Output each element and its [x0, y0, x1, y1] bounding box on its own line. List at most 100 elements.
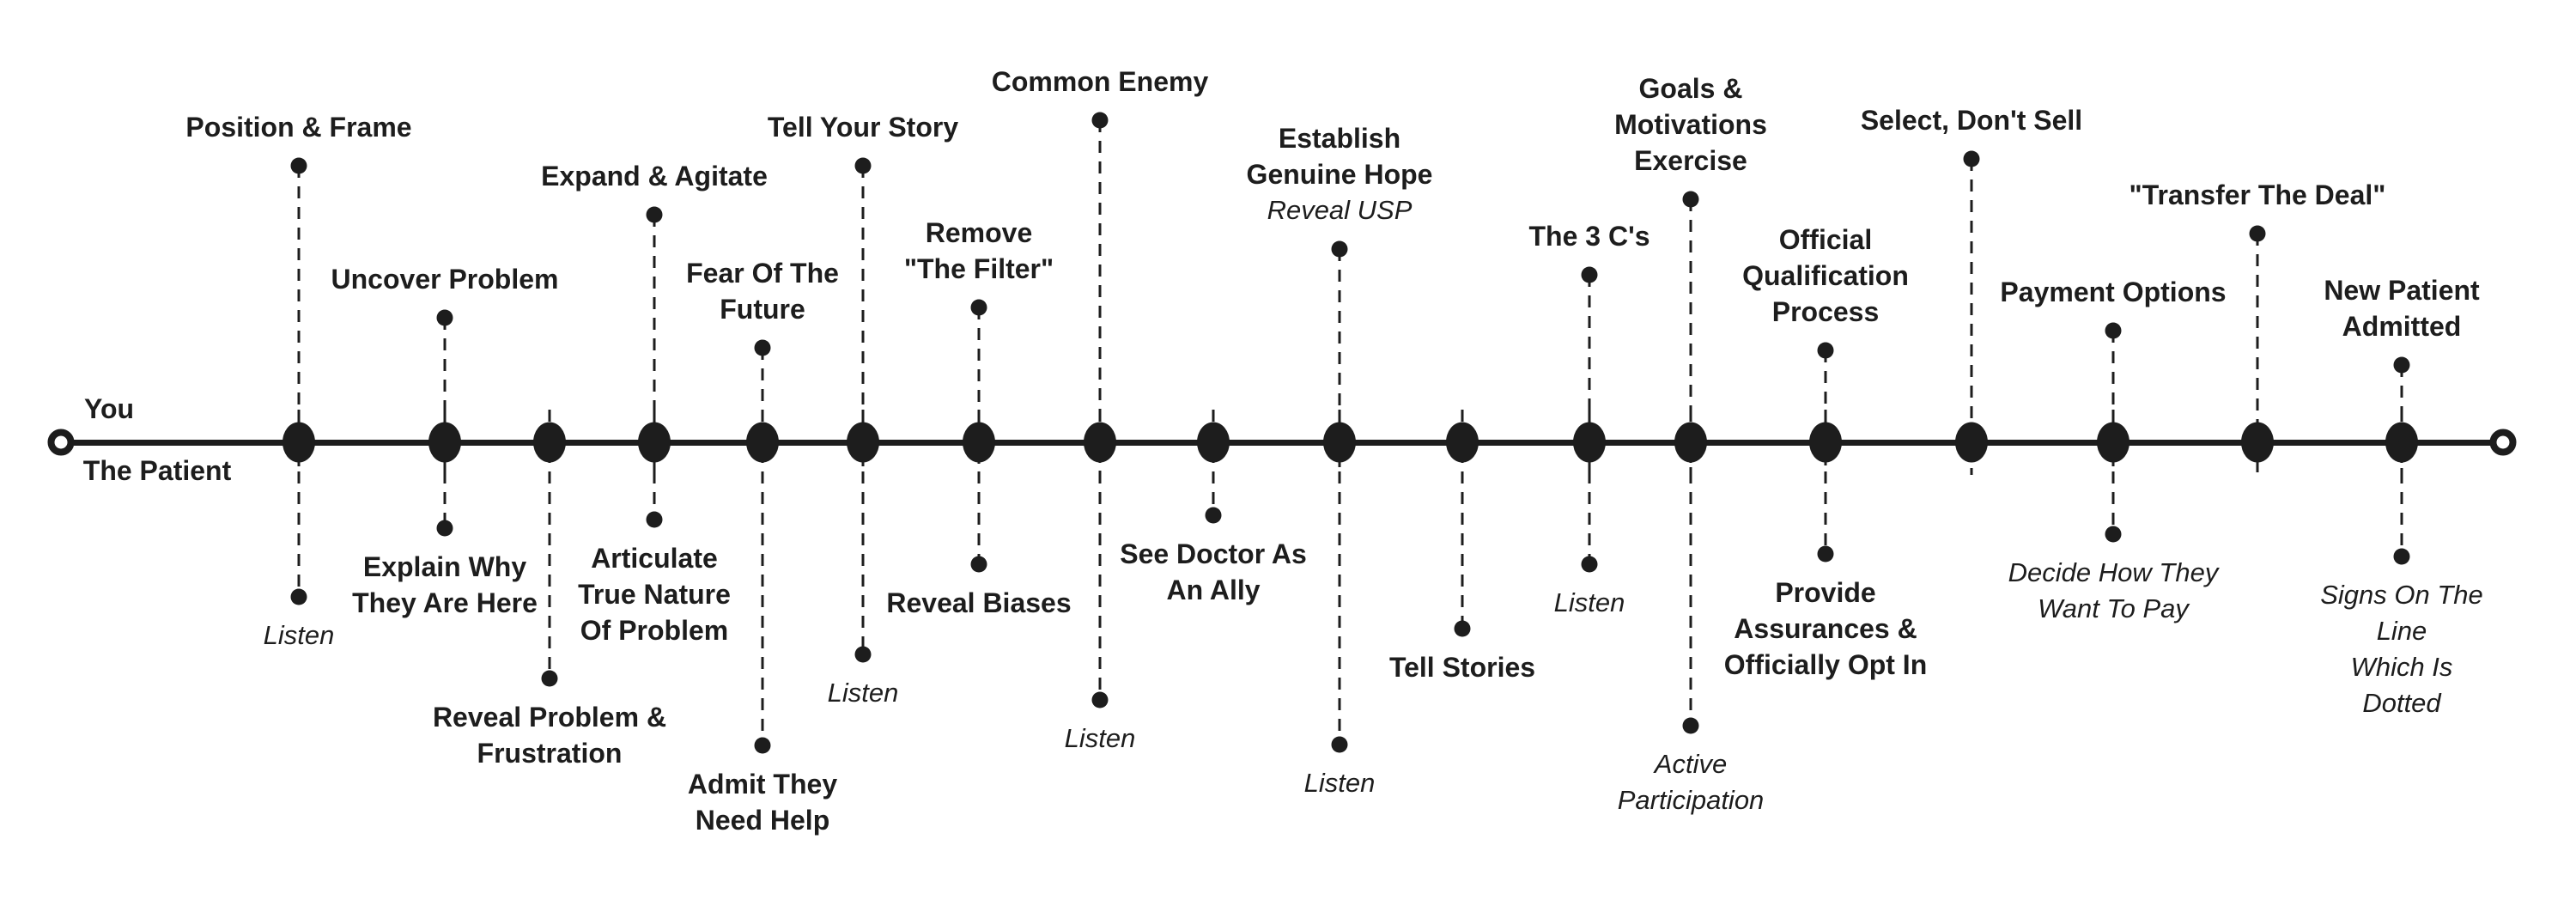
stem-end-dot [646, 511, 663, 528]
milestone-label-above: Fear Of The Future [686, 258, 839, 325]
stem-below [548, 410, 551, 678]
milestone-label-below: Listen [1064, 723, 1136, 753]
milestone-sublabel-italic: Reveal USP [1267, 195, 1413, 225]
stem-end-dot [754, 339, 771, 356]
stem-below [861, 410, 865, 654]
stem-below [1689, 410, 1692, 726]
stem-below [1338, 410, 1341, 745]
stem-above [861, 166, 865, 475]
stem-end-dot [970, 299, 987, 316]
stem-end-dot [2105, 526, 2122, 543]
milestone-label-above: Goals & Motivations Exercise [1614, 73, 1767, 176]
stem-below [653, 410, 656, 520]
stem-end-dot [1682, 717, 1699, 734]
milestone-label-below: Listen [1553, 587, 1625, 617]
stem-above [297, 166, 301, 475]
stem-above [443, 318, 447, 475]
stem-end-dot [1091, 691, 1109, 708]
timeline-node [2385, 422, 2418, 463]
stem-below [1824, 410, 1827, 554]
stem-below [2400, 410, 2403, 556]
milestone-label-below: See Doctor As An Ally [1120, 538, 1307, 605]
timeline-node [638, 422, 671, 463]
milestone-label-below: Active Participation [1617, 749, 1765, 815]
stem-end-dot [1581, 266, 1598, 283]
timeline-node [2097, 422, 2129, 463]
stem-above [653, 215, 656, 475]
stem-above [977, 307, 981, 475]
milestone-label-below: Reveal Problem & Frustration [432, 702, 667, 769]
stem-end-dot [2249, 225, 2266, 242]
stem-end-dot [1454, 620, 1471, 637]
stem-above [1588, 275, 1591, 475]
stem-below [977, 410, 981, 564]
stem-end-dot [854, 646, 872, 663]
milestone-label-above: Official Qualification Process [1742, 224, 1909, 327]
timeline-node [1323, 422, 1356, 463]
stem-above [1689, 199, 1692, 475]
milestone-label-above: New Patient Admitted [2324, 275, 2480, 342]
stem-end-dot [2105, 322, 2122, 339]
timeline-node [1573, 422, 1606, 463]
stem-end-dot [2393, 356, 2410, 374]
milestone-label-above: Select, Don't Sell [1860, 105, 2083, 136]
milestone-label-below: Listen [827, 678, 899, 708]
stem-below [761, 410, 764, 745]
milestone-label-below: Admit They Need Help [687, 769, 838, 836]
stem-below [1588, 410, 1591, 564]
timeline-node [1674, 422, 1707, 463]
stem-above [2111, 331, 2115, 475]
timeline-end-circle [2489, 429, 2517, 456]
timeline-node [746, 422, 779, 463]
stem-below [1461, 410, 1464, 629]
timeline-start-circle [47, 429, 75, 456]
milestone-label-below: Articulate True Nature Of Problem [578, 543, 731, 646]
stem-below [297, 410, 301, 597]
timeline-node [1446, 422, 1479, 463]
milestone-label-below: Decide How They Want To Pay [2008, 557, 2219, 623]
stem-end-dot [290, 588, 307, 605]
stem-end-dot [1581, 556, 1598, 573]
milestone-label-below: Listen [1303, 768, 1376, 798]
the-patient-label: The Patient [82, 455, 232, 486]
timeline-node [283, 422, 315, 463]
milestone-label-above: Tell Your Story [767, 112, 959, 143]
stem-below [2111, 410, 2115, 534]
milestone-label-above: Remove "The Filter" [903, 217, 1054, 284]
stem-end-dot [1205, 507, 1222, 524]
timeline-node [1955, 422, 1988, 463]
milestone-label-above: Position & Frame [185, 112, 412, 143]
stem-end-dot [1331, 736, 1348, 753]
timeline-node [428, 422, 461, 463]
stem-end-dot [854, 157, 872, 174]
stem-above [1970, 159, 1973, 475]
milestone-label-above: The 3 C's [1528, 221, 1650, 252]
stem-end-dot [1817, 342, 1834, 359]
stem-end-dot [646, 206, 663, 223]
milestone-label-above: Expand & Agitate [541, 161, 768, 192]
milestone-label-above: "Transfer The Deal" [2129, 179, 2386, 210]
milestone-label-above: Uncover Problem [331, 264, 559, 295]
timeline-node [533, 422, 566, 463]
stem-end-dot [1091, 112, 1109, 129]
milestone-label-above: Payment Options [2000, 277, 2227, 307]
stem-end-dot [754, 737, 771, 754]
stem-end-dot [970, 556, 987, 573]
milestone-label-below: Tell Stories [1388, 652, 1536, 683]
stem-end-dot [1331, 240, 1348, 258]
milestone-label-below: Reveal Biases [886, 587, 1072, 618]
stem-end-dot [1963, 150, 1980, 167]
timeline-node [2241, 422, 2274, 463]
stem-below [1098, 410, 1102, 700]
timeline-node [1084, 422, 1116, 463]
stem-end-dot [1817, 545, 1834, 562]
timeline-node [1809, 422, 1842, 463]
stem-end-dot [1682, 191, 1699, 208]
stem-above [2256, 234, 2259, 475]
stem-end-dot [436, 520, 453, 537]
stem-below [443, 410, 447, 528]
timeline-node [847, 422, 879, 463]
you-label: You [83, 393, 135, 424]
stem-end-dot [2393, 548, 2410, 565]
